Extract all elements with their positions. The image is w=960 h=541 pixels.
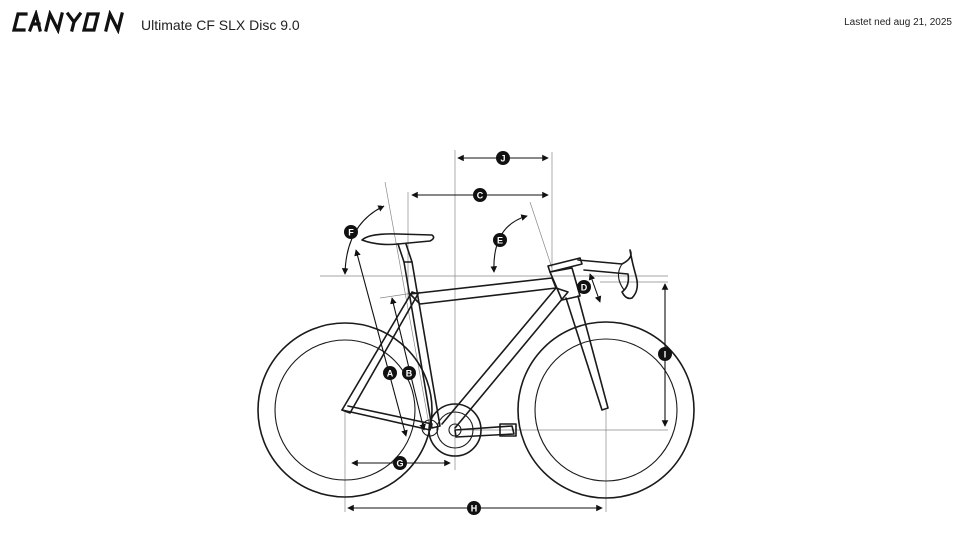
model-title: Ultimate CF SLX Disc 9.0	[141, 17, 300, 33]
svg-text:D: D	[581, 283, 588, 293]
badge-a: A	[383, 366, 397, 380]
svg-text:I: I	[664, 350, 667, 360]
badge-i: I	[658, 347, 672, 361]
badge-d: D	[577, 280, 591, 294]
bike-frame	[341, 233, 639, 431]
badge-b: B	[402, 366, 416, 380]
download-date: Lastet ned aug 21, 2025	[844, 17, 952, 28]
svg-text:A: A	[387, 369, 394, 379]
svg-text:C: C	[477, 191, 484, 201]
svg-text:G: G	[396, 459, 403, 469]
page-header: Ultimate CF SLX Disc 9.0 Lastet ned aug …	[0, 0, 960, 50]
badge-g: G	[393, 456, 407, 470]
svg-text:E: E	[497, 236, 503, 246]
canyon-logo	[12, 10, 124, 34]
svg-text:F: F	[348, 228, 354, 238]
badge-c: C	[473, 188, 487, 202]
front-wheel	[517, 321, 695, 499]
badge-j: J	[496, 151, 510, 165]
badge-e: E	[493, 233, 507, 247]
dimension-lines	[341, 154, 669, 512]
svg-text:B: B	[406, 369, 413, 379]
dimension-badges: J C F E D I A B G H	[344, 151, 672, 515]
svg-text:J: J	[500, 154, 505, 164]
reference-lines	[320, 150, 668, 512]
svg-text:H: H	[471, 504, 478, 514]
badge-f: F	[344, 225, 358, 239]
badge-h: H	[467, 501, 481, 515]
